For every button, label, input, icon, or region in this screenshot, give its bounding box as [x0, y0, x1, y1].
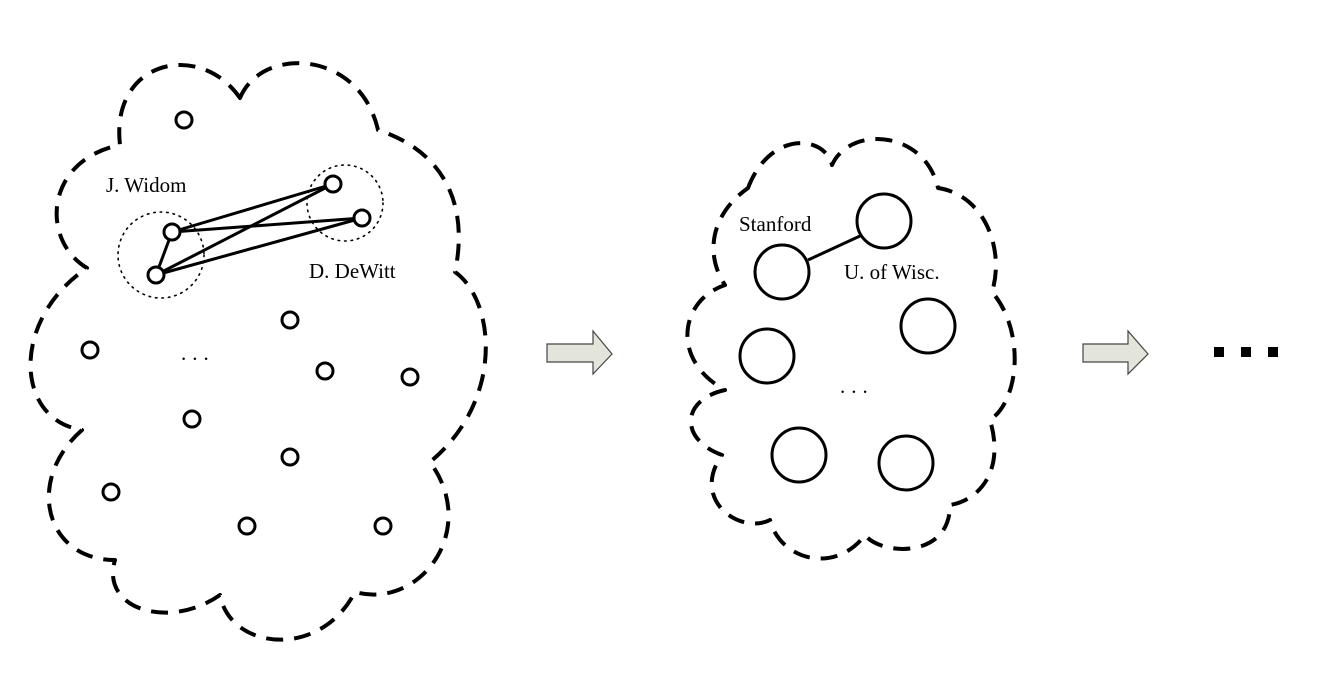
community-node — [899, 297, 957, 355]
stage2-graph: Stanford U. of Wisc. ... — [685, 137, 1017, 561]
node — [182, 409, 202, 429]
node — [315, 361, 335, 381]
ellipsis-dot — [1214, 347, 1224, 357]
node — [400, 367, 420, 387]
edge — [171, 216, 363, 234]
ellipsis-stage2: ... — [840, 374, 874, 398]
node — [101, 482, 121, 502]
edge — [155, 182, 334, 277]
stage1-graph: J. Widom D. DeWitt ... — [28, 61, 488, 642]
node — [373, 516, 393, 536]
community-node — [770, 426, 828, 484]
ellipsis-dot — [1241, 347, 1251, 357]
community-node — [855, 192, 913, 250]
node — [80, 340, 100, 360]
node — [280, 447, 300, 467]
continuation-ellipsis — [1214, 347, 1278, 357]
label-stanford: Stanford — [739, 212, 812, 236]
node — [162, 222, 182, 242]
edge — [807, 234, 861, 262]
community-node — [877, 434, 935, 492]
ellipsis-stage1: ... — [181, 341, 215, 365]
ellipsis-dot — [1268, 347, 1278, 357]
node — [174, 110, 194, 130]
arrow-right-icon — [1082, 329, 1149, 376]
community-node — [738, 327, 796, 385]
edge — [155, 216, 363, 277]
label-d-dewitt: D. DeWitt — [309, 259, 396, 283]
stage2-cloud-boundary — [685, 137, 1017, 561]
community-node — [753, 243, 811, 301]
arrow-right-icon — [546, 329, 613, 376]
author-group-widom — [117, 211, 205, 299]
label-j-widom: J. Widom — [106, 173, 186, 197]
edge — [171, 182, 334, 234]
node — [237, 516, 257, 536]
node — [280, 310, 300, 330]
node — [323, 174, 343, 194]
author-group-dewitt — [306, 164, 384, 242]
node — [146, 265, 166, 285]
stage1-cloud-boundary — [28, 61, 488, 642]
node — [352, 208, 372, 228]
label-u-of-wisc: U. of Wisc. — [844, 260, 940, 284]
